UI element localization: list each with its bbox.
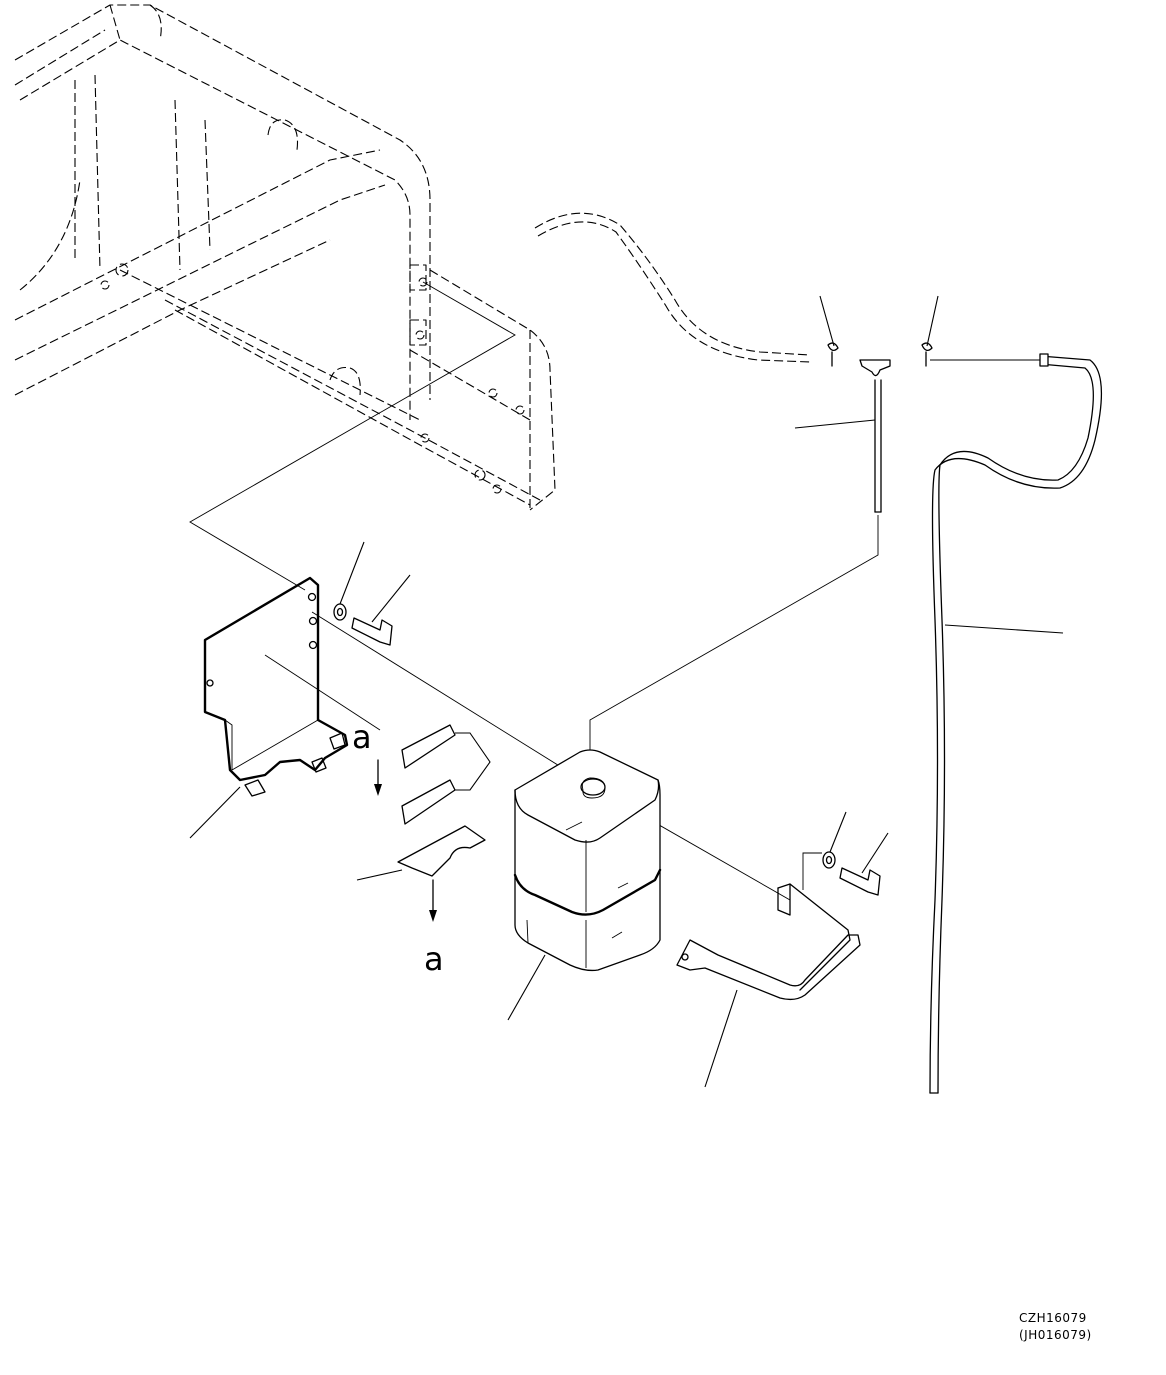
- drawing-code-alt: (JH016079): [1019, 1328, 1092, 1342]
- cover-plate: [397, 825, 486, 877]
- mounting-reference-lines: [189, 281, 791, 901]
- drawing-code: CZH16079: [1019, 1311, 1087, 1325]
- washer-and-bolt-upper: [333, 603, 393, 646]
- rubber-pads: [401, 724, 491, 825]
- tank-bracket: [203, 576, 349, 797]
- view-label-a-bottom: a: [424, 940, 444, 978]
- view-arrows: [374, 759, 437, 922]
- machine-frame: [14, 4, 556, 511]
- overflow-hose: [929, 353, 1103, 1094]
- reservoir-tank: [513, 749, 662, 972]
- tank-cap-with-gauge: [589, 359, 891, 790]
- tank-band: [676, 883, 861, 1001]
- leader-lines: [189, 295, 1064, 1088]
- washer-and-bolt-lower: [802, 851, 881, 896]
- hose-clips: [827, 342, 1040, 367]
- overflow-hose-reference: [534, 212, 811, 363]
- view-label-a-top: a: [352, 718, 372, 756]
